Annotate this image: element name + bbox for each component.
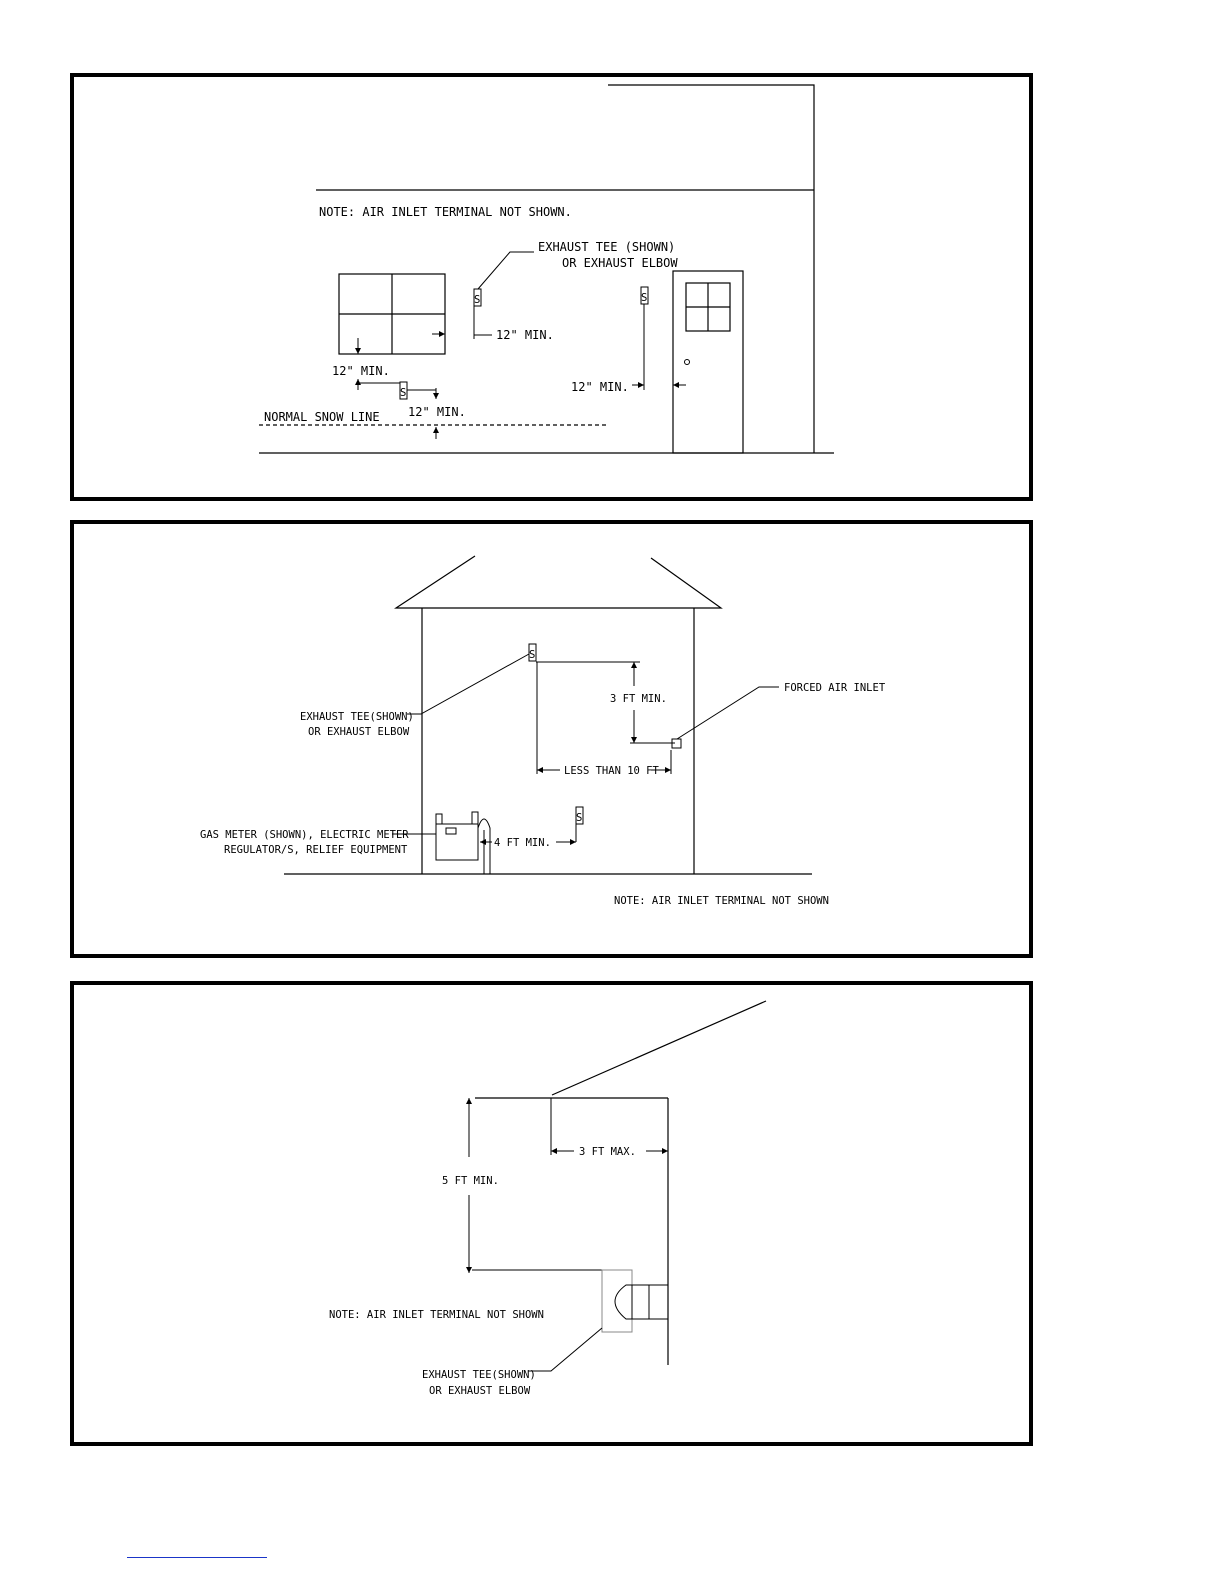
door	[672, 270, 744, 454]
note-text: NOTE: AIR INLET TERMINAL NOT SHOWN	[614, 895, 829, 907]
exhaust-label-line2: OR EXHAUST ELBOW	[308, 726, 410, 738]
gas-meter	[435, 811, 491, 874]
dim-window-below: 12" MIN.	[332, 364, 390, 378]
house-outline	[284, 555, 812, 875]
svg-text:S: S	[400, 387, 406, 399]
clearance-diagram-3: 5 FT MIN. 3 FT MAX. EXHAUST TEE(SHOWN) O…	[329, 1000, 767, 1397]
svg-text:S: S	[641, 292, 647, 304]
svg-text:S: S	[474, 294, 480, 306]
exhaust-label-line1: EXHAUST TEE(SHOWN)	[422, 1369, 536, 1381]
dim-window-side: 12" MIN.	[496, 328, 554, 342]
wall-outline	[608, 84, 815, 453]
exhaust-terminal-upper: S	[528, 643, 537, 662]
exhaust-tee	[601, 1269, 669, 1333]
dim-horizontal: LESS THAN 10 FT	[564, 765, 660, 777]
clearance-diagram-2: S EXHAUST TEE(SHOWN) OR EXHAUST ELBOW 3 …	[200, 555, 886, 907]
gas-meter-label-line1: GAS METER (SHOWN), ELECTRIC METER	[200, 829, 409, 841]
dim-horizontal: 3 FT MAX.	[579, 1146, 636, 1158]
window	[338, 273, 446, 355]
dim-snow: 12" MIN.	[408, 405, 466, 419]
exhaust-label-line1: EXHAUST TEE (SHOWN)	[538, 240, 675, 254]
inlet-leader	[676, 686, 779, 740]
dim-vertical: 5 FT MIN.	[442, 1175, 499, 1187]
note-text: NOTE: AIR INLET TERMINAL NOT SHOWN	[329, 1309, 544, 1321]
exhaust-label-line2: OR EXHAUST ELBOW	[562, 256, 678, 270]
svg-text:S: S	[529, 649, 535, 661]
diagram-panel-soffit-clearance: 5 FT MIN. 3 FT MAX. EXHAUST TEE(SHOWN) O…	[70, 981, 1033, 1446]
exhaust-label-line1: EXHAUST TEE(SHOWN)	[300, 711, 414, 723]
forced-air-inlet	[671, 738, 682, 749]
exhaust-terminal-door: S	[640, 286, 649, 305]
diagram-panel-inlet-clearance: S EXHAUST TEE(SHOWN) OR EXHAUST ELBOW 3 …	[70, 520, 1033, 958]
dim-door: 12" MIN.	[571, 380, 629, 394]
gas-meter-label-line2: REGULATOR/S, RELIEF EQUIPMENT	[224, 844, 408, 856]
diagram-panel-snow-clearance: NOTE: AIR INLET TERMINAL NOT SHOWN. S EX…	[70, 73, 1033, 501]
exhaust-leader	[407, 653, 530, 715]
clearance-diagram-1: NOTE: AIR INLET TERMINAL NOT SHOWN. S EX…	[259, 84, 834, 454]
footer-link-underline[interactable]	[127, 1557, 267, 1558]
exhaust-label-line2: OR EXHAUST ELBOW	[429, 1385, 531, 1397]
roof-line	[551, 1000, 767, 1096]
exhaust-terminal-lower: S	[575, 806, 584, 825]
exhaust-leader	[477, 251, 534, 290]
dim-meter: 4 FT MIN.	[494, 837, 551, 849]
note-text: NOTE: AIR INLET TERMINAL NOT SHOWN.	[319, 205, 572, 219]
dim-vertical: 3 FT MIN.	[610, 693, 667, 705]
forced-air-inlet-label: FORCED AIR INLET	[784, 682, 886, 694]
svg-text:S: S	[576, 812, 582, 824]
snow-line-label: NORMAL SNOW LINE	[264, 410, 380, 424]
exhaust-terminal-lower: S	[399, 381, 408, 400]
exhaust-terminal-upper: S	[473, 288, 482, 307]
exhaust-leader	[528, 1327, 603, 1372]
